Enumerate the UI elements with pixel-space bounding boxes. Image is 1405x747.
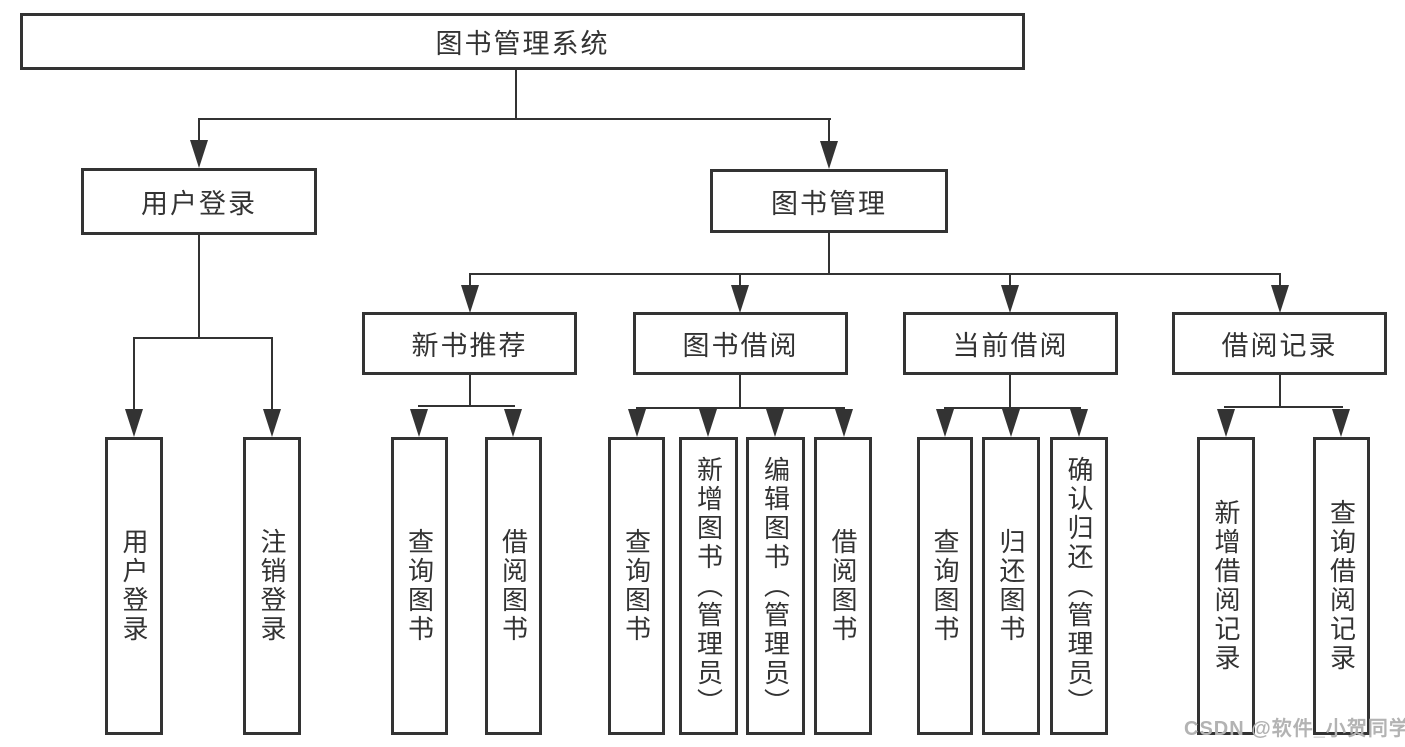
- leaf-query-borrow-record: 查询借阅记录: [1313, 437, 1370, 735]
- connector-line: [133, 338, 135, 410]
- leaf-query-books: 查询图书: [608, 437, 665, 735]
- arrow-down-icon: [125, 409, 143, 437]
- arrow-down-icon: [190, 140, 208, 168]
- arrow-down-icon: [1217, 409, 1235, 437]
- connector-line: [515, 70, 517, 119]
- arrow-down-icon: [410, 409, 428, 437]
- arrow-down-icon: [1001, 285, 1019, 313]
- connector-line: [469, 273, 1281, 275]
- connector-line: [198, 119, 200, 142]
- leaf-logout: 注销登录: [243, 437, 301, 735]
- connector-line: [1009, 274, 1011, 286]
- leaf-add-borrow-record: 新增借阅记录: [1197, 437, 1255, 735]
- connector-line: [418, 405, 515, 407]
- connector-line: [828, 119, 830, 142]
- connector-line: [198, 235, 200, 338]
- arrow-down-icon: [1070, 409, 1088, 437]
- csdn-watermark: CSDN @软件_小贺同学: [1184, 718, 1405, 740]
- connector-line: [1224, 406, 1343, 408]
- arrow-down-icon: [936, 409, 954, 437]
- connector-line: [1279, 375, 1281, 407]
- arrow-down-icon: [766, 409, 784, 437]
- arrow-down-icon: [1271, 285, 1289, 313]
- connector-line: [739, 375, 741, 408]
- node-user-login: 用户登录: [81, 168, 317, 235]
- leaf-query-books: 查询图书: [917, 437, 973, 735]
- leaf-borrow-books: 借阅图书: [485, 437, 542, 735]
- arrow-down-icon: [628, 409, 646, 437]
- arrow-down-icon: [1002, 409, 1020, 437]
- connector-line: [739, 274, 741, 286]
- leaf-add-books-admin: 新增图书（管理员）: [679, 437, 738, 735]
- arrow-down-icon: [699, 409, 717, 437]
- node-current-borrowing: 当前借阅: [903, 312, 1118, 375]
- connector-line: [636, 407, 845, 409]
- leaf-user-login: 用户登录: [105, 437, 163, 735]
- arrow-down-icon: [835, 409, 853, 437]
- arrow-down-icon: [731, 285, 749, 313]
- arrow-down-icon: [461, 285, 479, 313]
- connector-line: [198, 118, 831, 120]
- connector-line: [1279, 274, 1281, 286]
- node-book-borrowing: 图书借阅: [633, 312, 848, 375]
- connector-line: [133, 337, 273, 339]
- node-new-book-recommendation: 新书推荐: [362, 312, 577, 375]
- leaf-query-books: 查询图书: [391, 437, 448, 735]
- connector-line: [271, 338, 273, 410]
- leaf-borrow-books: 借阅图书: [814, 437, 872, 735]
- connector-line: [828, 233, 830, 274]
- arrow-down-icon: [820, 141, 838, 169]
- leaf-confirm-return-admin: 确认归还（管理员）: [1050, 437, 1108, 735]
- connector-line: [1009, 375, 1011, 408]
- arrow-down-icon: [1332, 409, 1350, 437]
- arrow-down-icon: [504, 409, 522, 437]
- node-book-management: 图书管理: [710, 169, 948, 233]
- connector-line: [469, 375, 471, 406]
- leaf-return-books: 归还图书: [982, 437, 1040, 735]
- connector-line: [944, 407, 1081, 409]
- node-library-management-system: 图书管理系统: [20, 13, 1025, 70]
- connector-line: [469, 274, 471, 286]
- leaf-edit-books-admin: 编辑图书（管理员）: [746, 437, 805, 735]
- arrow-down-icon: [263, 409, 281, 437]
- node-borrowing-records: 借阅记录: [1172, 312, 1387, 375]
